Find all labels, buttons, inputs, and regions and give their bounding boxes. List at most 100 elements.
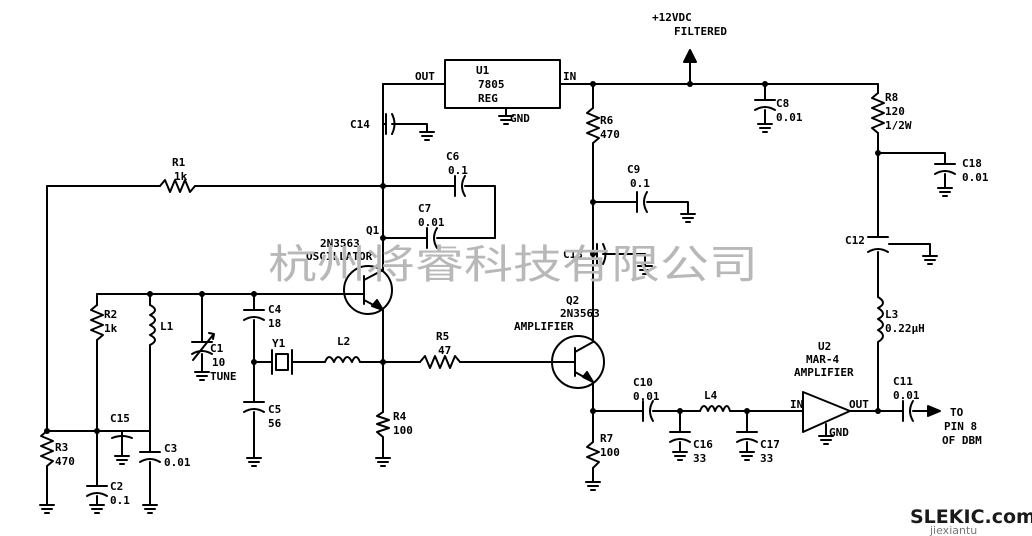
c12-symbol	[867, 236, 889, 253]
logo-background	[905, 505, 1029, 535]
u2-pin-out: OUT	[849, 398, 869, 411]
u2-ref: U2	[818, 340, 831, 353]
q1-part: 2N3563	[320, 237, 360, 250]
l2-ref: L2	[337, 335, 350, 348]
u1-pin-in: IN	[563, 70, 576, 83]
u2-pin-in: IN	[790, 398, 803, 411]
resistors	[40, 92, 885, 472]
c16-ground-icon	[672, 451, 688, 461]
r2-symbol	[90, 304, 104, 341]
l4-symbol	[699, 405, 731, 412]
output-label-line3: OF DBM	[942, 434, 982, 447]
q2-transistor	[551, 335, 605, 389]
r1-symbol	[159, 179, 196, 193]
u2-role: AMPLIFIER	[794, 366, 854, 379]
c3-value: 0.01	[164, 456, 191, 469]
u1-pin-gnd: GND	[510, 112, 530, 125]
u2-amplifier: IN OUT GND	[790, 391, 869, 439]
r2-value: 1k	[104, 322, 118, 335]
u2-part: MAR-4	[806, 353, 839, 366]
r8-symbol	[871, 92, 885, 134]
inductors	[149, 296, 884, 412]
r7-ref: R7	[600, 432, 613, 445]
c2-symbol	[86, 485, 108, 497]
u2-pin-gnd: GND	[829, 426, 849, 439]
r3-symbol	[40, 430, 54, 472]
q2-role: AMPLIFIER	[514, 320, 574, 333]
c13-ground-icon	[637, 265, 653, 275]
c15-symbol	[111, 430, 133, 439]
r7-ground-icon	[585, 481, 601, 491]
c9-symbol	[636, 191, 648, 213]
c17-ground-icon	[739, 451, 755, 461]
r2-ref: R2	[104, 308, 117, 321]
component-labels: C14 C8 0.01 R8 120 1/2W C18 0.01 R6 470 …	[55, 91, 989, 507]
r4-ref: R4	[393, 410, 407, 423]
l1-symbol	[149, 304, 156, 346]
c3-ref: C3	[164, 442, 177, 455]
l2-symbol	[324, 356, 361, 363]
c1-value: 10	[212, 356, 225, 369]
c18-value: 0.01	[962, 171, 989, 184]
u1-pin-out: OUT	[415, 70, 435, 83]
u2-body	[802, 391, 851, 433]
c17-symbol	[736, 431, 758, 443]
r5-ref: R5	[436, 330, 449, 343]
c8-ground-icon	[757, 123, 773, 133]
c1-ref: C1	[210, 342, 224, 355]
c9-ref: C9	[627, 163, 640, 176]
y1-ref: Y1	[272, 337, 286, 350]
l4-ref: L4	[704, 389, 718, 402]
r7-value: 100	[600, 446, 620, 459]
c10-symbol	[642, 400, 654, 422]
c5-symbol	[243, 401, 265, 413]
c3-ground-icon	[142, 504, 158, 514]
c7-symbol	[426, 227, 438, 249]
r6-ref: R6	[600, 114, 614, 127]
r1-value: 1k	[174, 170, 188, 183]
r5-value: 47	[438, 344, 451, 357]
c18-symbol	[934, 163, 956, 175]
c6-symbol	[454, 175, 466, 197]
u2-ground-icon	[818, 435, 834, 445]
logo-sub: jiexiantu	[929, 524, 977, 536]
supply-label-line2: FILTERED	[674, 25, 727, 38]
c16-ref: C16	[693, 438, 713, 451]
l3-value: 0.22μH	[885, 322, 925, 335]
c7-value: 0.01	[418, 216, 445, 229]
r8-ref: R8	[885, 91, 898, 104]
r8-rating: 1/2W	[885, 119, 912, 132]
c14-ref: C14	[350, 118, 370, 131]
site-logo: SLEKIC.com jiexiantu	[905, 505, 1032, 536]
u1-ground-icon	[498, 115, 514, 125]
c17-ref: C17	[760, 438, 780, 451]
capacitors	[86, 99, 956, 497]
u1-body	[444, 59, 561, 109]
c1-note: TUNE	[210, 370, 237, 383]
c10-ref: C10	[633, 376, 653, 389]
u1-regulator: U1 7805 REG OUT IN GND	[415, 59, 576, 125]
c2-value: 0.1	[110, 494, 130, 507]
c16-value: 33	[693, 452, 706, 465]
c18-ground-icon	[937, 187, 953, 197]
r7-symbol	[586, 441, 600, 469]
l3-ref: L3	[885, 308, 898, 321]
y1-crystal	[271, 349, 293, 375]
l1-ref: L1	[160, 320, 174, 333]
c15-ref: C15	[110, 412, 130, 425]
c5-ref: C5	[268, 403, 281, 416]
output-label-line1: TO	[950, 406, 964, 419]
c4-symbol	[243, 309, 265, 321]
c5-ground-icon	[246, 457, 262, 467]
c4-ref: C4	[268, 303, 282, 316]
c2-ground-icon	[89, 504, 105, 514]
c8-value: 0.01	[776, 111, 803, 124]
c6-value: 0.1	[448, 164, 468, 177]
c8-symbol	[754, 99, 776, 111]
c5-value: 56	[268, 417, 282, 430]
c11-symbol	[902, 400, 914, 422]
watermark-text: 杭州将睿科技有限公司	[268, 242, 758, 288]
r8-value: 120	[885, 105, 905, 118]
